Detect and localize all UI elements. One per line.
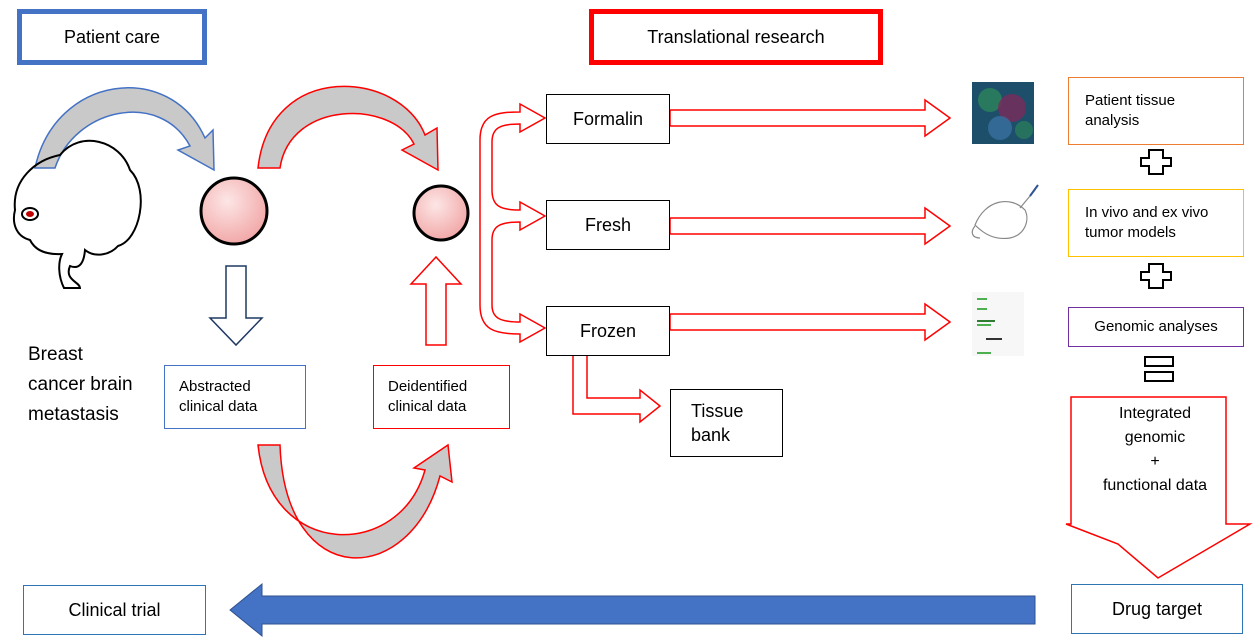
translational-research-label: Translational research bbox=[647, 26, 825, 47]
formalin-label: Formalin bbox=[572, 108, 643, 129]
red-arrow-frozen bbox=[669, 302, 952, 342]
integrated-data-label: Integrated genomic + functional data bbox=[1102, 405, 1208, 494]
patient-care-header: Patient care bbox=[17, 9, 207, 65]
abstracted-data-label: Abstracted clinical data bbox=[179, 378, 258, 415]
gel-image-icon bbox=[972, 292, 1024, 356]
red-branch-arrows bbox=[479, 102, 547, 344]
clinical-trial-box: Clinical trial bbox=[23, 585, 206, 635]
mouse-model-icon bbox=[971, 184, 1039, 240]
patient-care-label: Patient care bbox=[63, 26, 161, 47]
genomic-analyses-box: Genomic analyses bbox=[1068, 307, 1244, 347]
blue-curved-arrow bbox=[34, 87, 215, 172]
frozen-box: Frozen bbox=[546, 306, 670, 356]
abstracted-data-box: Abstracted clinical data bbox=[164, 365, 306, 429]
deidentified-data-label: Deidentified clinical data bbox=[388, 378, 468, 415]
fresh-box: Fresh bbox=[546, 200, 670, 250]
red-arrow-fresh bbox=[669, 206, 952, 246]
plus-icon-2 bbox=[1140, 263, 1172, 289]
breast-cancer-label: Breast cancer brain metastasis bbox=[28, 344, 133, 425]
fresh-label: Fresh bbox=[584, 214, 631, 235]
blue-down-arrow bbox=[208, 265, 264, 347]
formalin-box: Formalin bbox=[546, 94, 670, 144]
red-curved-arrow-bottom bbox=[257, 443, 453, 559]
blue-left-arrow bbox=[229, 582, 1036, 637]
patient-tissue-box: Patient tissue analysis bbox=[1068, 77, 1244, 145]
brain-icon bbox=[12, 139, 142, 289]
tumor-sample-1 bbox=[199, 176, 269, 246]
genomic-analyses-label: Genomic analyses bbox=[1094, 318, 1218, 335]
clinical-trial-label: Clinical trial bbox=[68, 599, 161, 620]
tumor-models-label: In vivo and ex vivo tumor models bbox=[1085, 204, 1209, 241]
tissue-bank-label: Tissue bank bbox=[691, 401, 744, 445]
drug-target-label: Drug target bbox=[1111, 598, 1203, 619]
tumor-models-box: In vivo and ex vivo tumor models bbox=[1068, 189, 1244, 257]
deidentified-data-box: Deidentified clinical data bbox=[373, 365, 510, 429]
tissue-image-icon bbox=[972, 82, 1034, 144]
drug-target-box: Drug target bbox=[1071, 584, 1243, 634]
tissue-bank-box: Tissue bank bbox=[670, 389, 783, 457]
red-curved-arrow-top bbox=[257, 85, 439, 172]
translational-research-header: Translational research bbox=[589, 9, 883, 65]
equals-icon bbox=[1144, 356, 1174, 382]
plus-icon-1 bbox=[1140, 149, 1172, 175]
red-arrow-tissue-bank bbox=[572, 337, 662, 424]
red-arrow-formalin bbox=[669, 98, 952, 138]
tumor-sample-2 bbox=[412, 184, 470, 242]
frozen-label: Frozen bbox=[579, 320, 637, 341]
patient-tissue-label: Patient tissue analysis bbox=[1085, 92, 1176, 129]
red-up-arrow bbox=[409, 255, 463, 346]
red-down-arrow-integrated bbox=[1065, 396, 1253, 579]
